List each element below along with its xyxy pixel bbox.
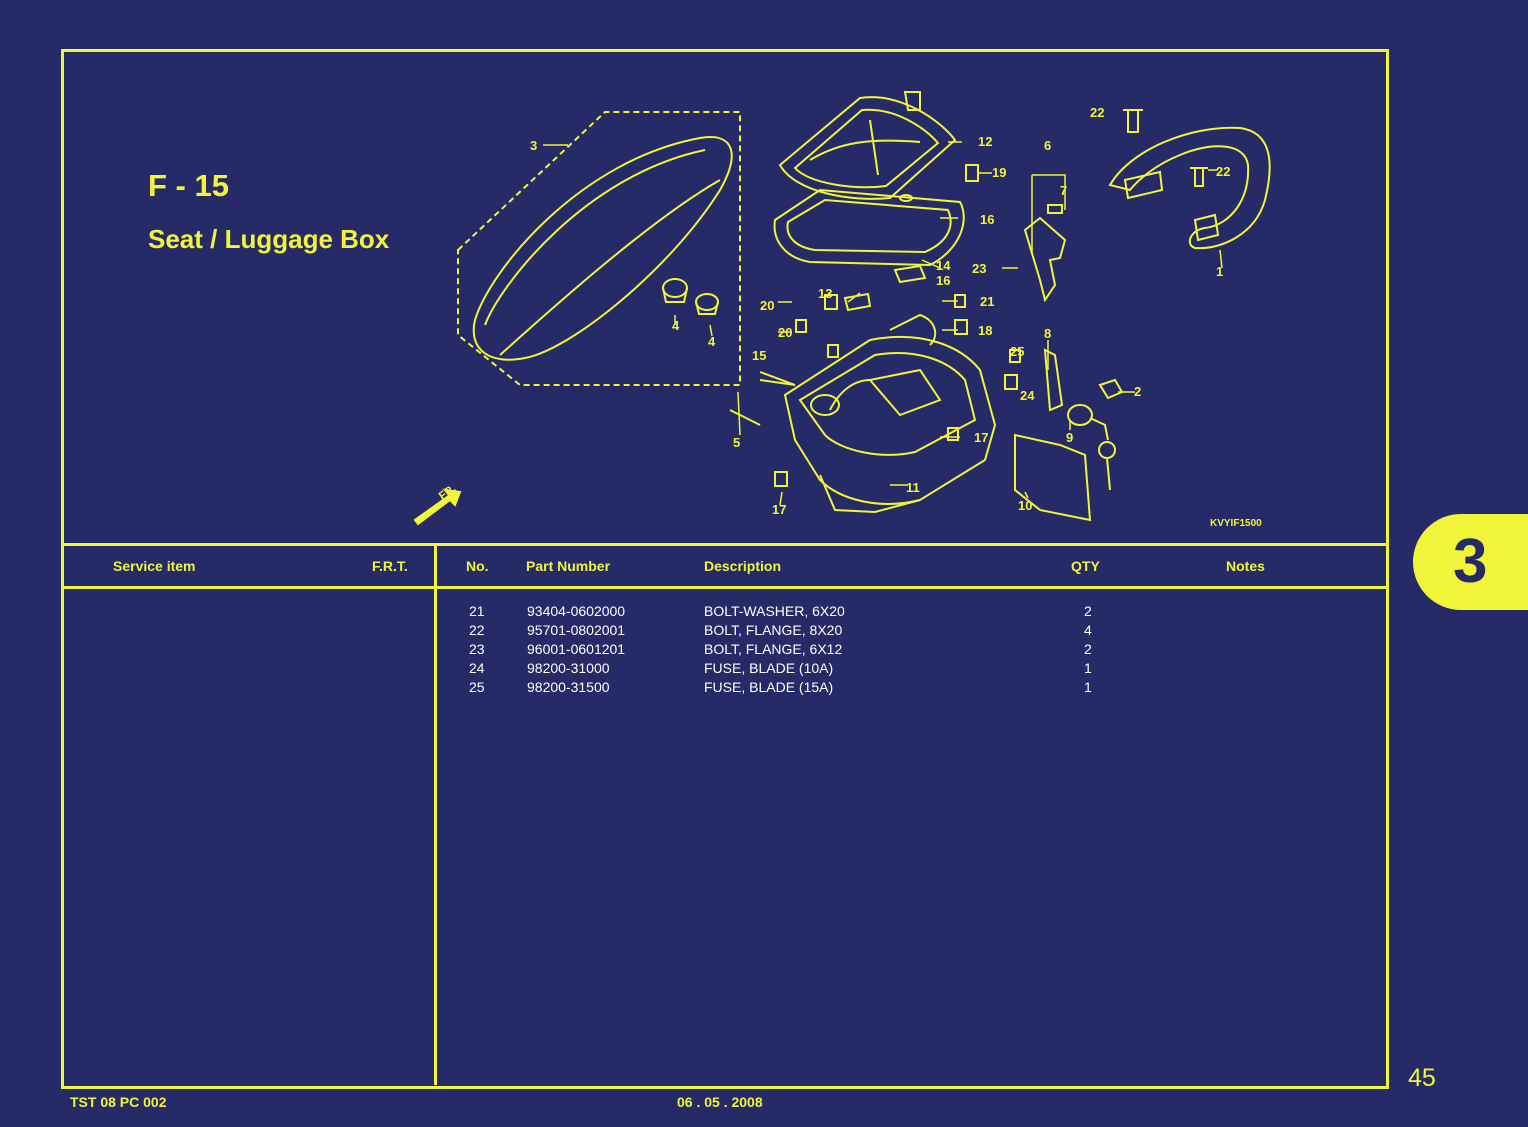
callout-15: 15 bbox=[752, 348, 766, 363]
luggage-box-part bbox=[729, 294, 997, 514]
callout-22b: 22 bbox=[1216, 164, 1230, 179]
header-part-number: Part Number bbox=[526, 558, 611, 574]
row-part-number: 98200-31500 bbox=[527, 679, 610, 695]
footer-doc-code: TST 08 PC 002 bbox=[70, 1094, 167, 1110]
diagram-code: KVYIF1500 bbox=[1210, 518, 1262, 529]
header-frt: F.R.T. bbox=[372, 558, 408, 574]
section-tab-number: 3 bbox=[1453, 527, 1488, 596]
row-no: 24 bbox=[469, 660, 485, 676]
callout-20b: 20 bbox=[778, 325, 792, 340]
row-no: 25 bbox=[469, 679, 485, 695]
row-qty: 2 bbox=[1084, 603, 1092, 619]
row-qty: 1 bbox=[1084, 660, 1092, 676]
callout-21: 21 bbox=[980, 294, 994, 309]
header-qty: QTY bbox=[1071, 558, 1100, 574]
callout-17: 17 bbox=[974, 430, 988, 445]
callout-8: 8 bbox=[1044, 326, 1051, 341]
row-part-number: 98200-31000 bbox=[527, 660, 610, 676]
row-part-number: 93404-0602000 bbox=[527, 603, 626, 619]
header-service-item: Service item bbox=[113, 558, 196, 574]
callout-23: 23 bbox=[972, 261, 986, 276]
figure-code: F - 15 bbox=[148, 168, 229, 203]
callout-1: 1 bbox=[1216, 264, 1223, 279]
callout-4: 4 bbox=[672, 318, 680, 333]
section-tab[interactable]: 3 bbox=[1413, 514, 1528, 610]
row-no: 23 bbox=[469, 641, 485, 657]
figure-title: Seat / Luggage Box bbox=[148, 224, 390, 254]
row-description: FUSE, BLADE (10A) bbox=[704, 660, 834, 676]
diagram-divider bbox=[61, 543, 1386, 546]
callout-16b: 16 bbox=[936, 273, 950, 288]
callout-13: 13 bbox=[818, 286, 832, 301]
row-qty: 4 bbox=[1084, 622, 1092, 638]
footer-date: 06 . 05 . 2008 bbox=[677, 1094, 763, 1110]
callout-2: 2 bbox=[1134, 384, 1141, 399]
callout-24: 24 bbox=[1020, 388, 1035, 403]
header-notes: Notes bbox=[1226, 558, 1265, 574]
callout-4b: 4 bbox=[708, 334, 716, 349]
callout-7: 7 bbox=[1060, 183, 1067, 198]
row-description: BOLT-WASHER, 6X20 bbox=[704, 603, 845, 619]
row-description: BOLT, FLANGE, 8X20 bbox=[704, 622, 843, 638]
header-description: Description bbox=[704, 558, 782, 574]
callout-18: 18 bbox=[978, 323, 992, 338]
row-part-number: 95701-0802001 bbox=[527, 622, 626, 638]
callout-25: 25 bbox=[1010, 344, 1024, 359]
callout-12: 12 bbox=[978, 134, 992, 149]
row-qty: 2 bbox=[1084, 641, 1092, 657]
seat-part bbox=[457, 111, 741, 386]
row-qty: 1 bbox=[1084, 679, 1092, 695]
callout-14: 14 bbox=[936, 258, 951, 273]
callout-10: 10 bbox=[1018, 498, 1032, 513]
page-frame bbox=[61, 49, 1389, 1089]
row-description: BOLT, FLANGE, 6X12 bbox=[704, 641, 843, 657]
exploded-parts-diagram: 3 4 4 5 6 7 8 9 10 11 12 13 14 15 16 16 … bbox=[413, 91, 1271, 529]
callout-16: 16 bbox=[980, 212, 994, 227]
callout-22: 22 bbox=[1090, 105, 1104, 120]
callout-20: 20 bbox=[760, 298, 774, 313]
table-column-divider bbox=[434, 543, 437, 1085]
callout-6: 6 bbox=[1044, 138, 1051, 153]
callout-labels: 3 4 4 5 6 7 8 9 10 11 12 13 14 15 16 16 … bbox=[437, 105, 1262, 529]
callout-17b: 17 bbox=[772, 502, 786, 517]
front-arrow bbox=[413, 488, 462, 526]
row-no: 22 bbox=[469, 622, 485, 638]
callout-11: 11 bbox=[906, 480, 920, 495]
lid-part bbox=[773, 91, 979, 312]
callout-9: 9 bbox=[1066, 430, 1073, 445]
lock-parts bbox=[1004, 204, 1124, 522]
callout-5: 5 bbox=[733, 435, 740, 450]
grab-rail-part bbox=[1108, 109, 1271, 250]
page-number: 45 bbox=[1408, 1064, 1436, 1092]
table-header-divider bbox=[61, 586, 1386, 589]
header-no: No. bbox=[466, 558, 489, 574]
row-description: FUSE, BLADE (15A) bbox=[704, 679, 834, 695]
row-part-number: 96001-0601201 bbox=[527, 641, 626, 657]
callout-3: 3 bbox=[530, 138, 537, 153]
row-no: 21 bbox=[469, 603, 485, 619]
callout-19: 19 bbox=[992, 165, 1006, 180]
